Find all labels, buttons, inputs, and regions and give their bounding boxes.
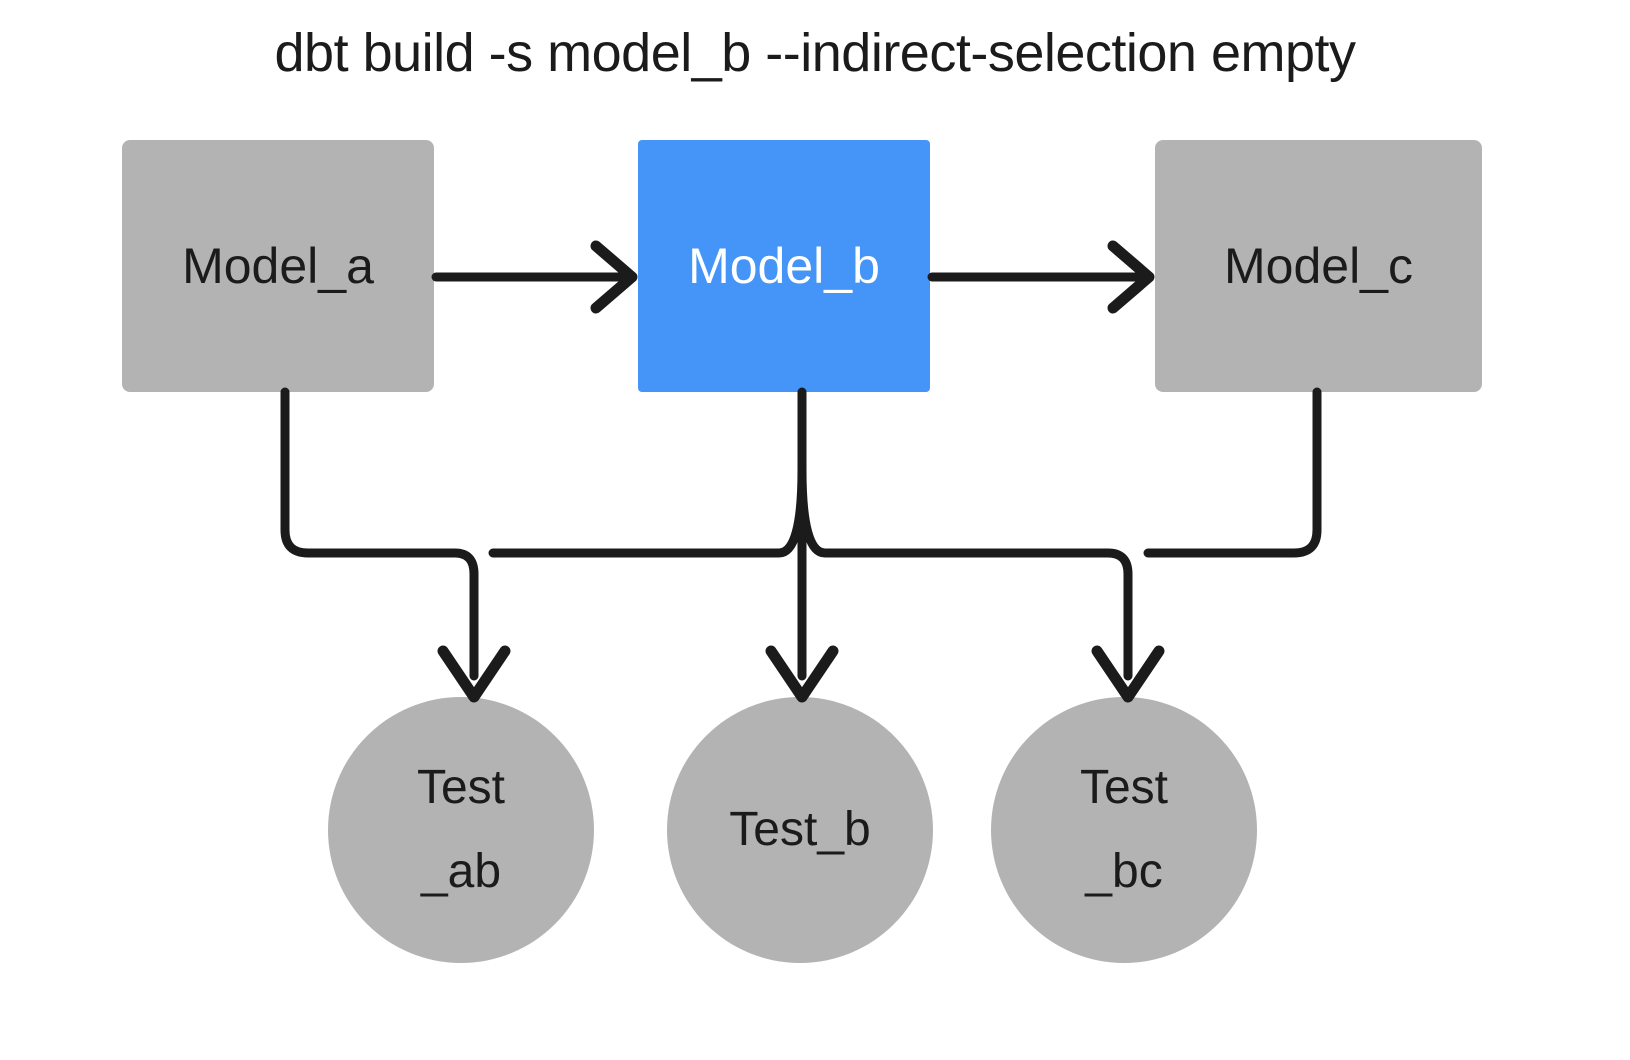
- page-title: dbt build -s model_b --indirect-selectio…: [274, 23, 1357, 83]
- node-shape-model-c[interactable]: [1155, 140, 1482, 392]
- edge-model-a-to-test-ab: [280, 387, 511, 703]
- node-shape-test-b[interactable]: [667, 697, 933, 963]
- edge-model-b-to-test-ab: [488, 465, 807, 558]
- node-shape-model-a[interactable]: [122, 140, 434, 392]
- edge-model-b-to-test-b: [765, 387, 839, 703]
- edge-model-c-to-test-bc: [1143, 387, 1322, 558]
- edge-model-a-to-model-b: [431, 240, 638, 314]
- node-shape-test-bc[interactable]: [991, 697, 1257, 963]
- edge-model-b-to-model-c: [927, 240, 1155, 314]
- node-shape-test-ab[interactable]: [328, 697, 594, 963]
- edge-model-b-to-test-bc: [797, 465, 1165, 703]
- node-shape-model-b[interactable]: [638, 140, 930, 392]
